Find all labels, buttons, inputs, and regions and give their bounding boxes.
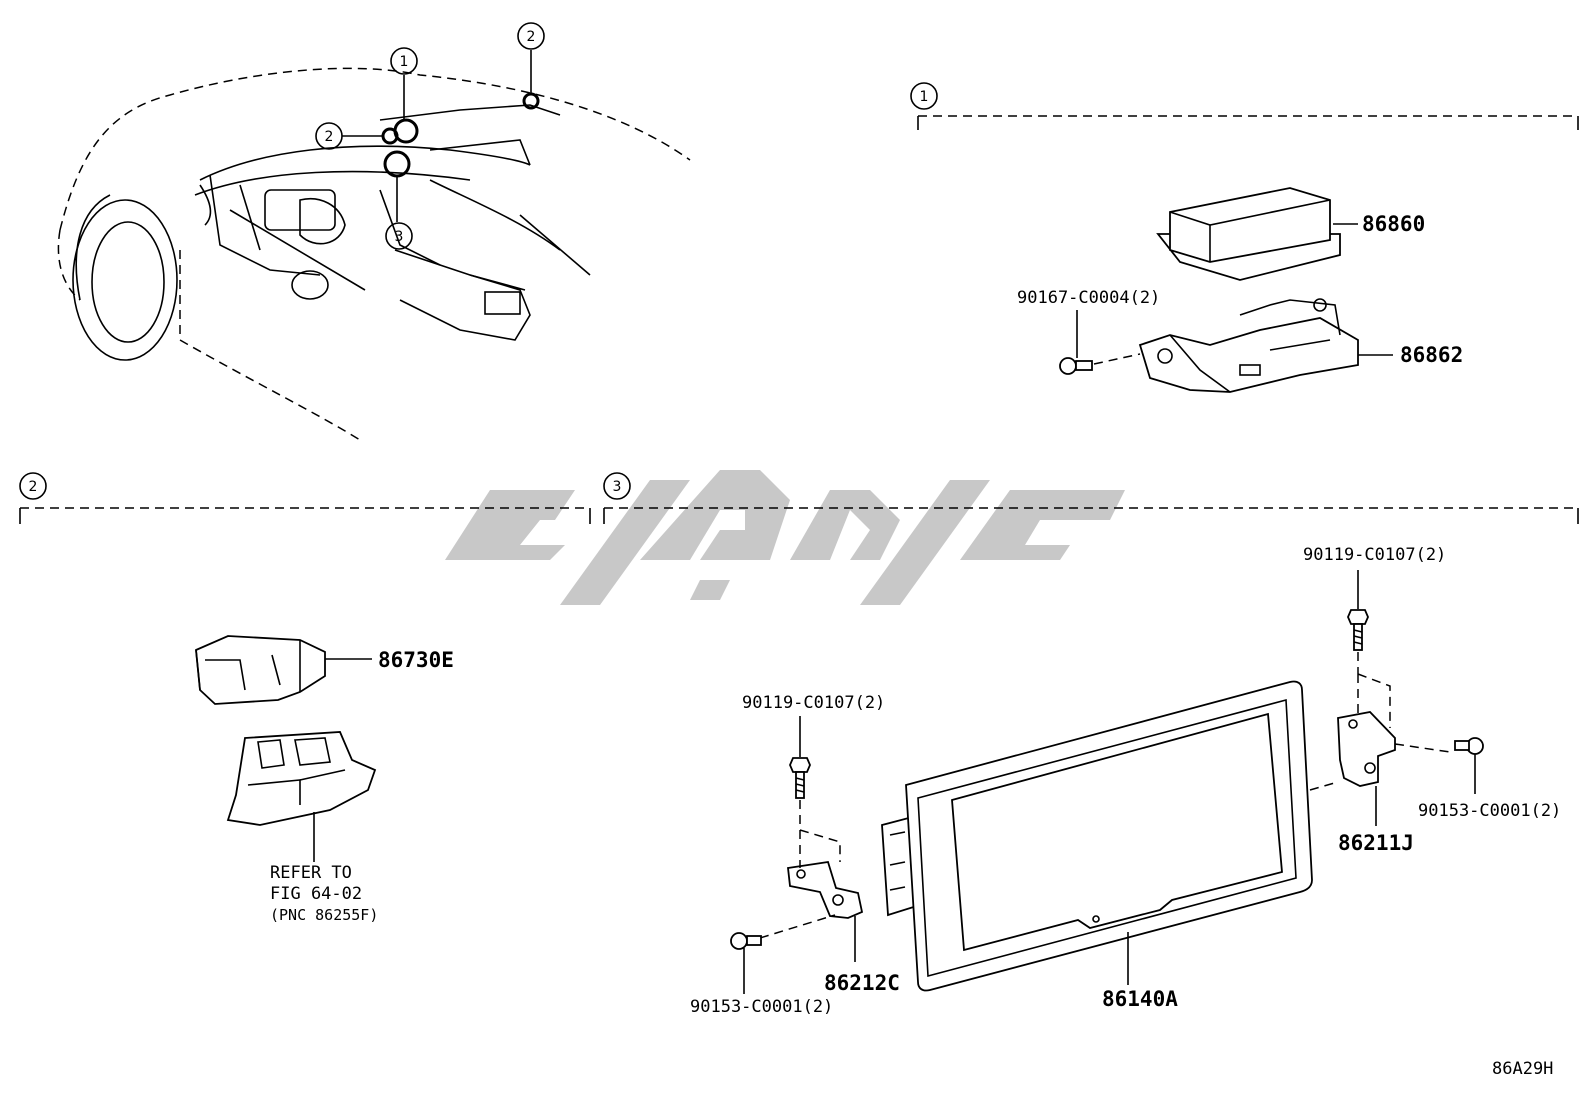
section-2-header: 2: [19, 472, 591, 524]
bracket-86211J: [1309, 673, 1451, 826]
overview-callout-2-left: 2: [315, 122, 343, 150]
label-86862: 86862: [1400, 343, 1463, 367]
label-86211J: 86211J: [1338, 831, 1414, 855]
bolt-90119-right: [1347, 570, 1369, 674]
switch-86730E: [195, 635, 372, 705]
vehicle-interior-overview: [57, 50, 691, 441]
overview-callout-3: 3: [385, 222, 413, 250]
bracket-86862: [1138, 298, 1393, 393]
svg-text:2: 2: [527, 29, 536, 45]
display-86140A: [881, 680, 1313, 992]
bolt-90167: [1059, 310, 1141, 375]
bracket-86212C: [759, 829, 864, 962]
svg-text:1: 1: [400, 54, 409, 70]
label-90119-C0107-left: 90119-C0107(2): [742, 693, 885, 713]
refer-note-line1: REFER TO: [270, 863, 352, 883]
bolt-90119-left: [789, 716, 811, 830]
label-90167-C0004: 90167-C0004(2): [1017, 288, 1160, 308]
module-86860: [1156, 187, 1358, 281]
svg-text:1: 1: [920, 89, 929, 105]
svg-text:2: 2: [325, 129, 334, 145]
label-90153-C0001-right: 90153-C0001(2): [1418, 801, 1561, 821]
svg-text:3: 3: [613, 479, 622, 495]
switch-panel-86255F: [226, 731, 377, 862]
section-3-header: 3: [603, 472, 1579, 524]
bolt-90153-left: [730, 932, 762, 994]
label-90153-C0001-left: 90153-C0001(2): [690, 997, 833, 1017]
label-90119-C0107-right: 90119-C0107(2): [1303, 545, 1446, 565]
bolt-90153-right: [1454, 737, 1484, 794]
label-86860: 86860: [1362, 212, 1425, 236]
svg-text:3: 3: [395, 229, 404, 245]
overview-callout-2-top: 2: [517, 22, 545, 50]
label-86730E: 86730E: [378, 648, 454, 672]
overview-callout-1: 1: [390, 47, 418, 75]
refer-note-line2: FIG 64-02: [270, 884, 362, 904]
section-1-header: 1: [910, 82, 1579, 130]
label-86140A: 86140A: [1102, 987, 1178, 1011]
svg-text:2: 2: [29, 479, 38, 495]
label-86212C: 86212C: [824, 971, 900, 995]
watermark-logo: [445, 470, 1125, 605]
diagram-id: 86A29H: [1492, 1059, 1553, 1079]
refer-note-line3: (PNC 86255F): [270, 906, 378, 924]
